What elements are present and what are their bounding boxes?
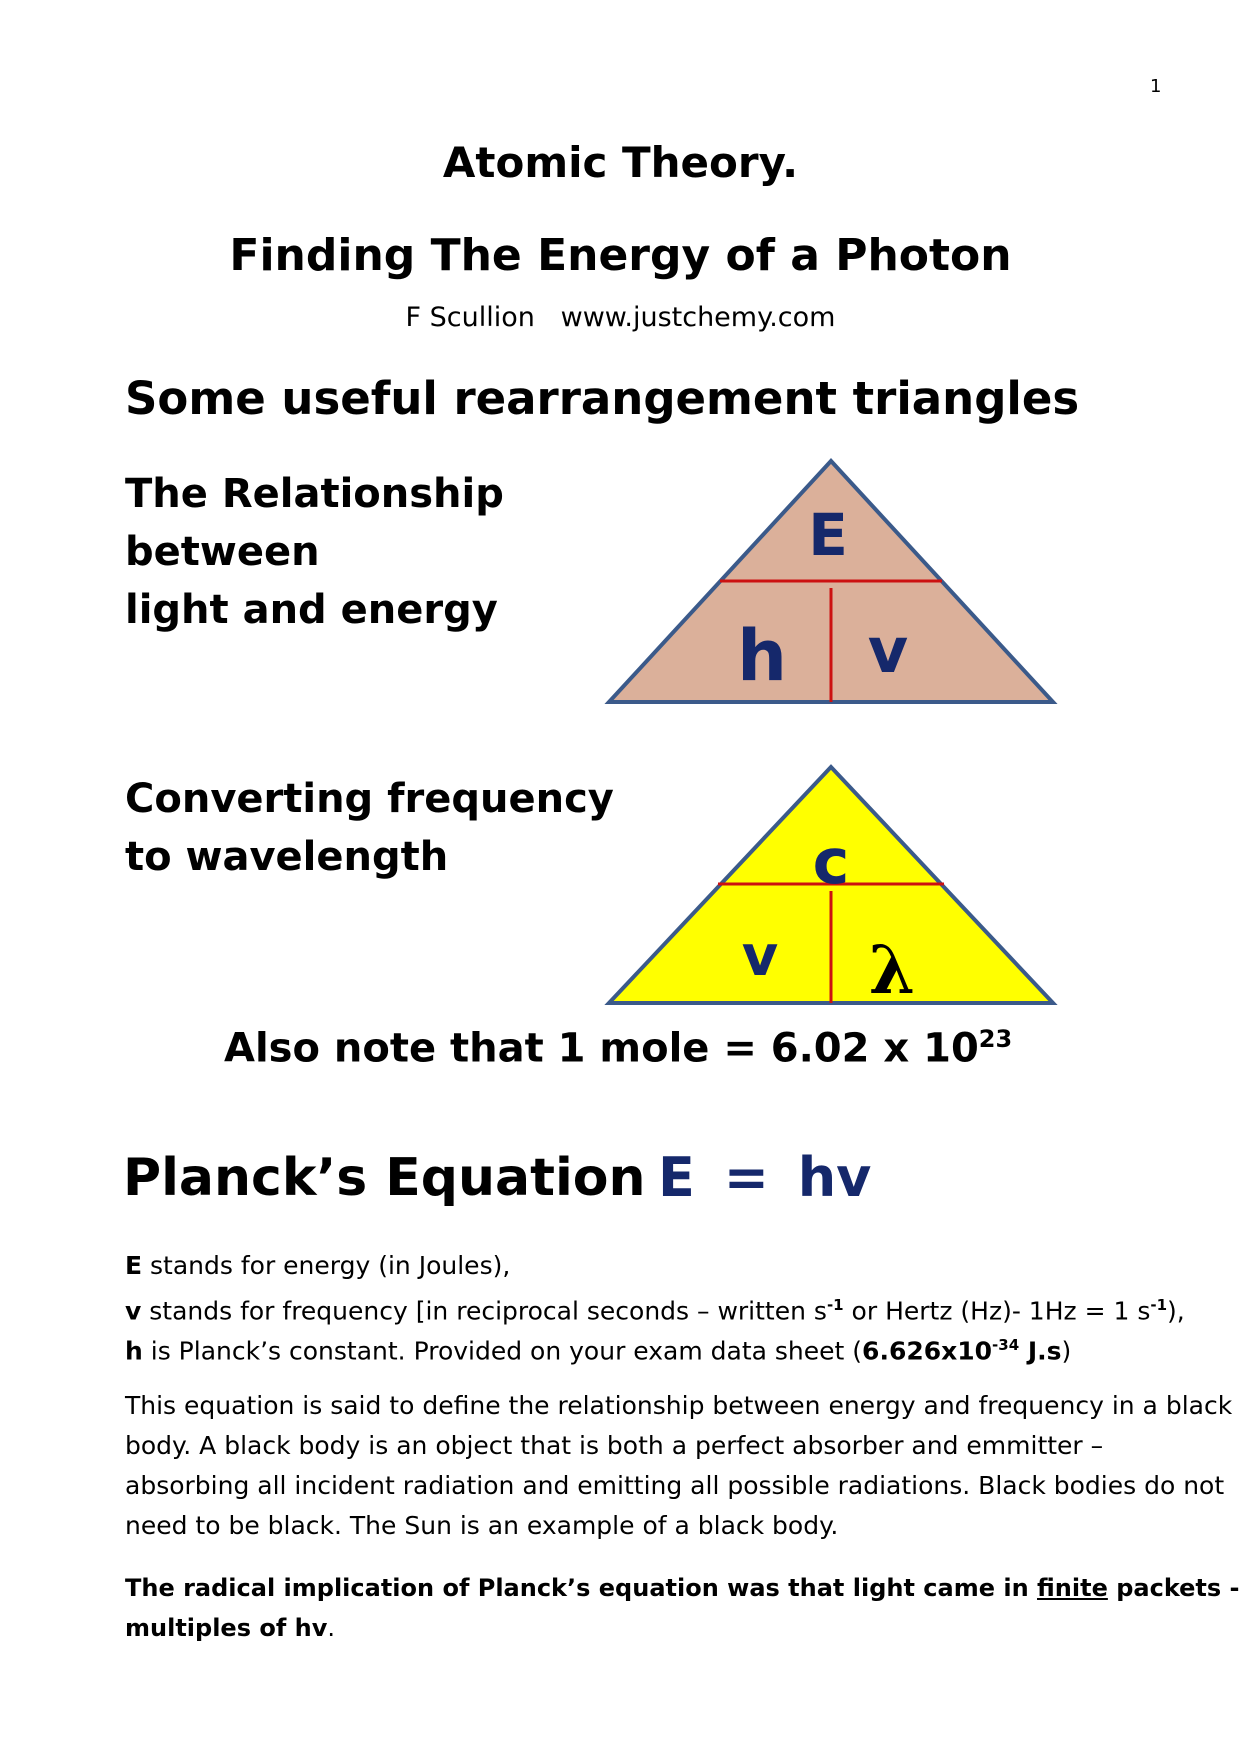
- text: ),: [1167, 1296, 1185, 1326]
- text: stands for energy (in Joules),: [142, 1251, 511, 1280]
- definition-h: h is Planck’s constant. Provided on your…: [125, 1325, 1071, 1371]
- text: packets -: [1107, 1574, 1240, 1602]
- symbol: v: [125, 1296, 142, 1326]
- paragraph-line: This equation is said to define the rela…: [125, 1391, 1233, 1420]
- exponent: -1: [1150, 1296, 1168, 1314]
- planck-heading: Planck’s Equation: [123, 1148, 646, 1208]
- paragraph-line: absorbing all incident radiation and emi…: [125, 1471, 1225, 1500]
- byline: F Scullion www.justchemy.com: [0, 302, 1241, 333]
- definition-v: v stands for frequency [in reciprocal se…: [125, 1285, 1185, 1331]
- black-body-paragraph: This equation is said to define the rela…: [125, 1386, 1232, 1546]
- underlined-word: finite: [1037, 1574, 1108, 1602]
- label-v: v: [868, 614, 908, 687]
- triangle1-caption: The Relationship between light and energ…: [125, 465, 504, 639]
- caption-line: to wavelength: [125, 834, 449, 880]
- website-link[interactable]: www.justchemy.com: [560, 302, 836, 333]
- label-c: c: [813, 825, 850, 898]
- triangle2-caption: Converting frequency to wavelength: [125, 770, 614, 886]
- unit: J.s: [1019, 1336, 1062, 1366]
- label-h: h: [737, 615, 787, 697]
- paragraph-line: need to be black. The Sun is an example …: [125, 1511, 839, 1540]
- symbol: E: [125, 1251, 143, 1280]
- planck-equation: E = hv: [658, 1146, 872, 1209]
- energy-triangle: E h v: [604, 458, 1058, 704]
- exponent: -1: [826, 1296, 844, 1314]
- author: F Scullion: [405, 302, 535, 333]
- caption-line: Converting frequency: [125, 776, 614, 822]
- caption-line: light and energy: [125, 587, 498, 633]
- symbol: h: [125, 1336, 143, 1366]
- implication-paragraph: The radical implication of Planck’s equa…: [125, 1568, 1240, 1648]
- planck-constant-value: 6.626x10: [862, 1336, 993, 1366]
- mole-note: Also note that 1 mole = 6.02 x 1023: [224, 1025, 1012, 1071]
- page-number: 1: [1150, 76, 1162, 97]
- caption-line: The Relationship: [125, 471, 504, 517]
- text: is Planck’s constant. Provided on your e…: [142, 1336, 863, 1366]
- label-E: E: [808, 501, 848, 569]
- caption-line: between: [125, 529, 320, 575]
- page-subtitle: Finding The Energy of a Photon: [229, 230, 1012, 281]
- label-v: v: [742, 924, 779, 989]
- wavelength-triangle: c v λ: [604, 764, 1058, 1009]
- mole-note-text: Also note that 1 mole = 6.02 x 10: [224, 1025, 979, 1072]
- text: .: [327, 1614, 335, 1642]
- mole-exponent: 23: [978, 1025, 1013, 1053]
- text: The radical implication of Planck’s equa…: [125, 1574, 1038, 1602]
- text: multiples of hv: [125, 1614, 328, 1642]
- page-title: Atomic Theory.: [442, 138, 799, 187]
- text: stands for frequency [in reciprocal seco…: [141, 1296, 827, 1326]
- text: or Hertz (Hz)- 1Hz = 1 s: [843, 1296, 1151, 1326]
- paragraph-line: body. A black body is an object that is …: [125, 1431, 1104, 1460]
- text: ): [1061, 1336, 1072, 1366]
- label-lambda: λ: [869, 931, 915, 1009]
- definition-e: E stands for energy (in Joules),: [125, 1246, 510, 1286]
- section-heading-triangles: Some useful rearrangement triangles: [125, 372, 1080, 425]
- exponent: -34: [992, 1336, 1020, 1354]
